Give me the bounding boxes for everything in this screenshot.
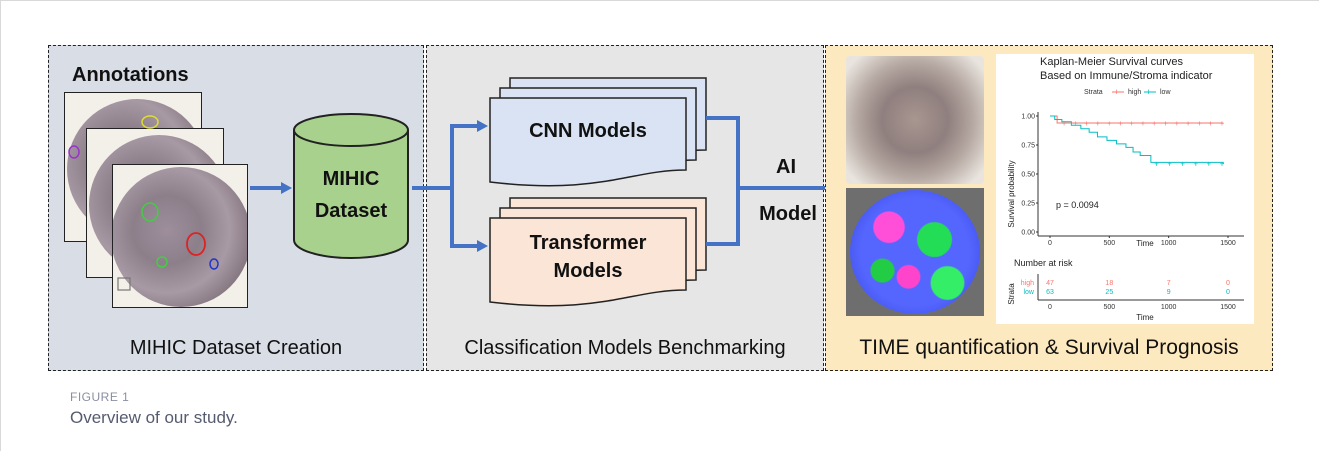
legend-low-label: low xyxy=(1160,89,1171,96)
transformer-label-1: Transformer xyxy=(529,232,647,254)
legend-low-marker: + xyxy=(1146,87,1151,97)
legend-high-label: high xyxy=(1128,89,1141,96)
km-chart: Kaplan-Meier Survival curves Based on Im… xyxy=(996,54,1254,324)
x-tick-label: 500 xyxy=(1103,240,1115,247)
censor-mark-low: + xyxy=(1180,160,1185,169)
risk-table-title: Number at risk xyxy=(1014,258,1073,268)
censor-mark-high: + xyxy=(1141,119,1146,128)
censor-mark-low: + xyxy=(1154,160,1159,169)
cnn-doc-stack xyxy=(489,77,707,187)
risk-cell-high: 7 xyxy=(1167,280,1171,287)
risk-x-tick-label: 0 xyxy=(1048,304,1052,311)
model-label: Model xyxy=(759,203,817,225)
risk-cell-low: 9 xyxy=(1167,289,1171,296)
y-axis-title: Survival probability xyxy=(1007,160,1016,227)
chart-subtitle: Based on Immune/Stroma indicator xyxy=(1040,70,1213,82)
risk-row-high-label: high xyxy=(1021,280,1034,287)
risk-cell-low: 25 xyxy=(1105,289,1113,296)
ai-label: AI xyxy=(776,156,796,178)
transformer-doc-stack xyxy=(489,197,707,307)
risk-row-low-label: low xyxy=(1023,289,1034,296)
censor-mark-low: + xyxy=(1193,160,1198,169)
panel-title-benchmarking: Classification Models Benchmarking xyxy=(464,337,786,359)
censor-mark-high: + xyxy=(1152,119,1157,128)
dataset-cylinder xyxy=(293,113,409,259)
legend-title: Strata xyxy=(1084,89,1103,96)
censor-mark-high: + xyxy=(1096,119,1101,128)
transformer-label-2: Models xyxy=(553,260,623,282)
risk-cell-low: 0 xyxy=(1226,289,1230,296)
x-tick-label: 1000 xyxy=(1161,240,1177,247)
x-tick-label: 0 xyxy=(1048,240,1052,247)
y-tick-label: 1.00 xyxy=(1021,114,1035,121)
annotations-heading: Annotations xyxy=(72,64,189,86)
censor-mark-high: + xyxy=(1118,119,1123,128)
censor-mark-high: + xyxy=(1163,119,1168,128)
he-stained-image xyxy=(846,56,984,184)
risk-cell-high: 0 xyxy=(1226,280,1230,287)
risk-x-tick-label: 1000 xyxy=(1161,304,1177,311)
y-tick-label: 0.75 xyxy=(1021,143,1035,150)
cylinder-label-1: MIHIC xyxy=(322,168,380,190)
panel-title-dataset: MIHIC Dataset Creation xyxy=(129,337,343,359)
x-axis-title: Time xyxy=(1136,239,1154,248)
censor-mark-high: + xyxy=(1073,119,1078,128)
censor-mark-low: + xyxy=(1207,160,1212,169)
flow-arrows xyxy=(250,116,834,248)
figure-caption: Overview of our study. xyxy=(70,408,238,427)
risk-x-tick-label: 500 xyxy=(1103,304,1115,311)
panel-title-prognosis: TIME quantification & Survival Prognosis xyxy=(859,336,1239,359)
censor-mark-high: + xyxy=(1129,119,1134,128)
risk-x-axis-title: Time xyxy=(1136,313,1154,322)
risk-x-tick-label: 1500 xyxy=(1220,304,1236,311)
censor-mark-high: + xyxy=(1062,119,1067,128)
censor-mark-high: + xyxy=(1186,119,1191,128)
censor-mark-high: + xyxy=(1208,119,1213,128)
risk-strata-label: Strata xyxy=(1007,283,1016,305)
cylinder-label-2: Dataset xyxy=(314,200,388,222)
censor-mark-high: + xyxy=(1220,119,1225,128)
censor-mark-high: + xyxy=(1174,119,1179,128)
km-plot: Strata + high + low Survival probability… xyxy=(1007,87,1244,322)
p-value: p = 0.0094 xyxy=(1056,200,1099,210)
censor-mark-low: + xyxy=(1167,160,1172,169)
risk-cell-high: 47 xyxy=(1046,280,1054,287)
risk-cell-high: 18 xyxy=(1105,280,1113,287)
tissue-classification-map xyxy=(846,188,984,316)
legend-high-marker: + xyxy=(1114,87,1119,97)
tissue-card-front xyxy=(112,164,248,308)
cnn-models-label: CNN Models xyxy=(529,120,647,142)
censor-mark-high: + xyxy=(1107,119,1112,128)
y-tick-label: 0.50 xyxy=(1021,172,1035,179)
km-curve-low xyxy=(1050,115,1224,164)
censor-mark-low: + xyxy=(1220,160,1225,169)
chart-title: Kaplan-Meier Survival curves xyxy=(1040,56,1184,68)
censor-mark-high: + xyxy=(1197,119,1202,128)
y-tick-label: 0.00 xyxy=(1021,230,1035,237)
figure-label: FIGURE 1 xyxy=(70,390,130,404)
censor-mark-high: + xyxy=(1084,119,1089,128)
y-tick-label: 0.25 xyxy=(1021,201,1035,208)
x-tick-label: 1500 xyxy=(1220,240,1236,247)
risk-cell-low: 63 xyxy=(1046,289,1054,296)
